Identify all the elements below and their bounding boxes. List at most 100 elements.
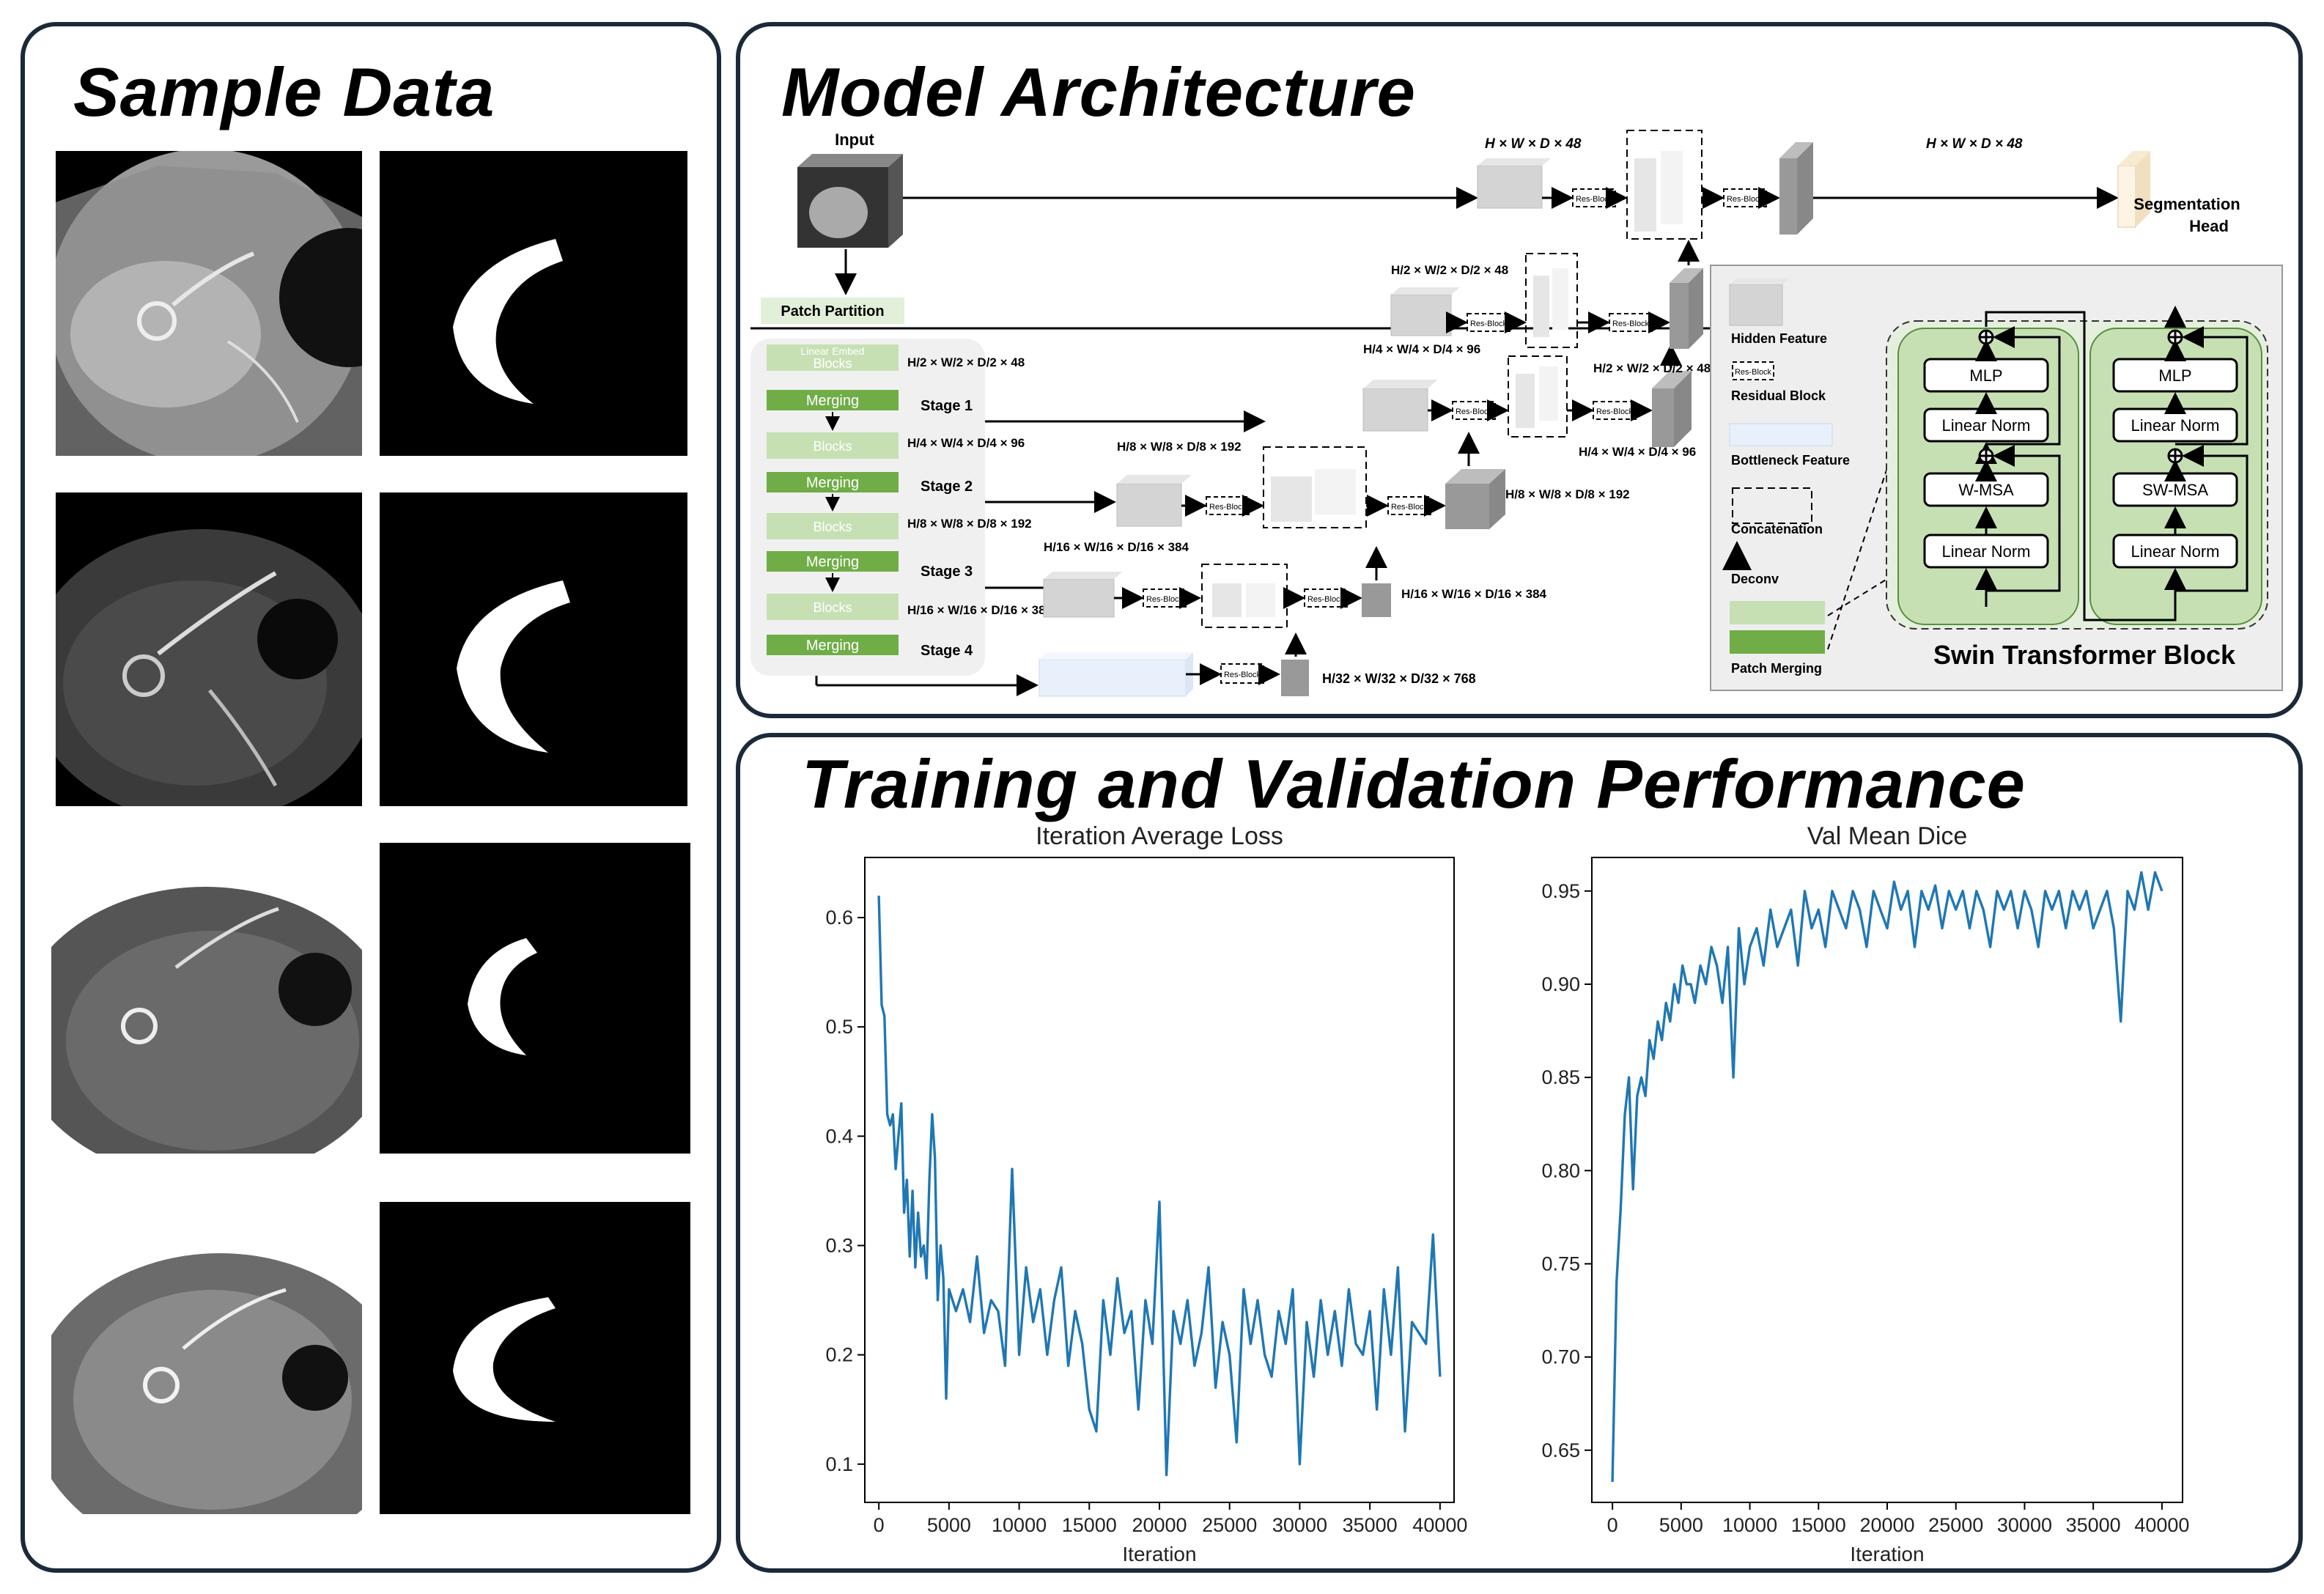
y-tick-label: 0.2 [825,1344,853,1366]
y-tick-label: 0.90 [1541,973,1580,995]
swin-left-norm-bottom: Linear Norm [1941,542,2030,561]
dim-top: H × W × D × 48 [1485,136,1582,152]
segmentation-head-volume [2117,151,2150,228]
dim-l3b: H/8 × W/8 × D/8 × 192 [1505,487,1630,501]
swin-right-norm-top: Linear Norm [2131,416,2219,435]
x-tick-label: 30000 [1272,1514,1327,1536]
input-label: Input [835,130,874,149]
x-tick-label: 15000 [1062,1514,1117,1536]
bottleneck-feature [1039,652,1193,697]
x-tick-label: 35000 [2066,1514,2121,1536]
y-tick-label: 0.3 [825,1234,853,1256]
mask-image-2 [380,492,687,806]
ct-image-4 [51,1202,362,1514]
stage3-label: Stage 3 [921,564,973,580]
x-tick-label: 35000 [1343,1514,1398,1536]
res-block-bottleneck: Res-Block [1224,671,1261,679]
stage1-label: Stage 1 [921,398,973,414]
stage4-blocks-label: Blocks [813,600,852,615]
legend-bottleneck-feature: Bottleneck Feature [1731,453,1850,468]
performance-panel: Training and Validation Performance [736,733,2303,1573]
chart-title: Val Mean Dice [1807,822,1968,850]
x-tick-label: 10000 [992,1514,1047,1536]
stage2-label: Stage 2 [921,479,973,495]
dim-top-right: H × W × D × 48 [1926,136,2023,152]
dim-l2: H/4 × W/4 × D/4 × 96 [1363,342,1480,356]
chart-frame [1591,857,2183,1503]
x-tick-label: 20000 [1132,1514,1187,1536]
stage3-dim: H/8 × W/8 × D/8 × 192 [907,517,1032,531]
legend-concatenation: Concatenation [1731,522,1823,536]
ct-image-3 [51,843,362,1154]
x-tick-label: 30000 [1997,1514,2052,1536]
swin-right-mlp: MLP [2158,366,2191,385]
swin-left-norm-top: Linear Norm [1941,416,2030,435]
y-tick-label: 0.5 [825,1016,853,1038]
dim-l1b: H/2 × W/2 × D/2 × 48 [1593,361,1711,375]
x-axis-label: Iteration [1850,1543,1924,1565]
swin-right-swmsa: SW-MSA [2142,481,2208,499]
x-tick-label: 25000 [1928,1514,1983,1536]
x-tick-label: 40000 [2134,1514,2189,1536]
swin-right-norm-bottom: Linear Norm [2131,542,2219,561]
res-block-l1b: Res-Block [1612,320,1650,328]
res-block-l4b: Res-Block [1307,595,1345,604]
sample-data-title: Sample Data [73,53,495,130]
stage2-dim: H/4 × W/4 × D/4 × 96 [907,436,1025,450]
ct-image-2 [56,492,362,806]
stage3-blocks-label: Blocks [813,520,852,534]
stage4-merging-label: Merging [806,638,859,654]
legend-patch-merging: Patch Merging [1731,661,1822,676]
y-tick-label: 0.85 [1541,1066,1580,1088]
y-tick-label: 0.75 [1541,1252,1580,1274]
model-architecture-title: Model Architecture [781,53,1416,130]
dim-l3: H/8 × W/8 × D/8 × 192 [1117,440,1242,454]
chart-frame [864,857,1455,1503]
segmentation-head-label-1: Segmentation [2133,195,2240,213]
swin-left-wmsa: W-MSA [1958,481,2014,499]
chart-title: Iteration Average Loss [1036,822,1283,850]
stage1-dim: H/2 × W/2 × D/2 × 48 [907,355,1025,369]
y-tick-label: 0.80 [1541,1159,1580,1181]
patch-partition-box [761,298,904,324]
res-block-top: Res-Block [1576,195,1613,204]
legend-hidden-feature: Hidden Feature [1731,331,1827,346]
res-block-l3: Res-Block [1209,503,1247,512]
segmentation-head-label-2: Head [2189,217,2229,235]
mask-image-4 [380,1202,690,1514]
dim-l2b: H/4 × W/4 × D/4 × 96 [1579,445,1696,459]
architecture-diagram: Input Patch Partition Linear Embed Block… [750,130,2283,697]
stage3-merging-label: Merging [806,554,859,570]
x-tick-label: 25000 [1202,1514,1257,1536]
legend-residual-block: Residual Block [1731,388,1826,403]
stage1-blocks-label: Blocks [813,356,852,371]
swin-left-mlp: MLP [1969,366,2002,385]
x-tick-label: 15000 [1791,1514,1846,1536]
input-volume [797,154,903,248]
x-axis-label: Iteration [1122,1543,1196,1565]
patch-partition-label: Patch Partition [781,303,884,320]
legend-deconv: Deconv [1731,572,1779,586]
legend-res-block-sample: Res-Block [1735,368,1772,377]
y-tick-label: 0.1 [825,1453,853,1475]
dim-l4: H/16 × W/16 × D/16 × 384 [1044,540,1189,554]
stage4-label: Stage 4 [921,643,973,659]
stage2-blocks-label: Blocks [813,439,852,454]
dim-l1: H/2 × W/2 × D/2 × 48 [1391,263,1508,277]
dim-l4b: H/16 × W/16 × D/16 × 384 [1401,587,1547,601]
y-tick-label: 0.6 [825,907,853,929]
x-tick-label: 0 [874,1514,885,1536]
swin-block-title: Swin Transformer Block [1933,640,2236,670]
y-tick-label: 0.70 [1541,1346,1580,1368]
series-line [1611,871,2163,1483]
stage1-merging-label: Merging [806,393,859,409]
x-tick-label: 0 [1607,1514,1618,1536]
x-tick-label: 10000 [1722,1514,1777,1536]
res-block-l4: Res-Block [1146,595,1184,604]
x-tick-label: 20000 [1859,1514,1914,1536]
y-tick-label: 0.65 [1541,1439,1580,1461]
mask-image-1 [380,151,687,456]
res-block-l2b: Res-Block [1596,407,1634,416]
res-block-top2: Res-Block [1727,195,1764,204]
